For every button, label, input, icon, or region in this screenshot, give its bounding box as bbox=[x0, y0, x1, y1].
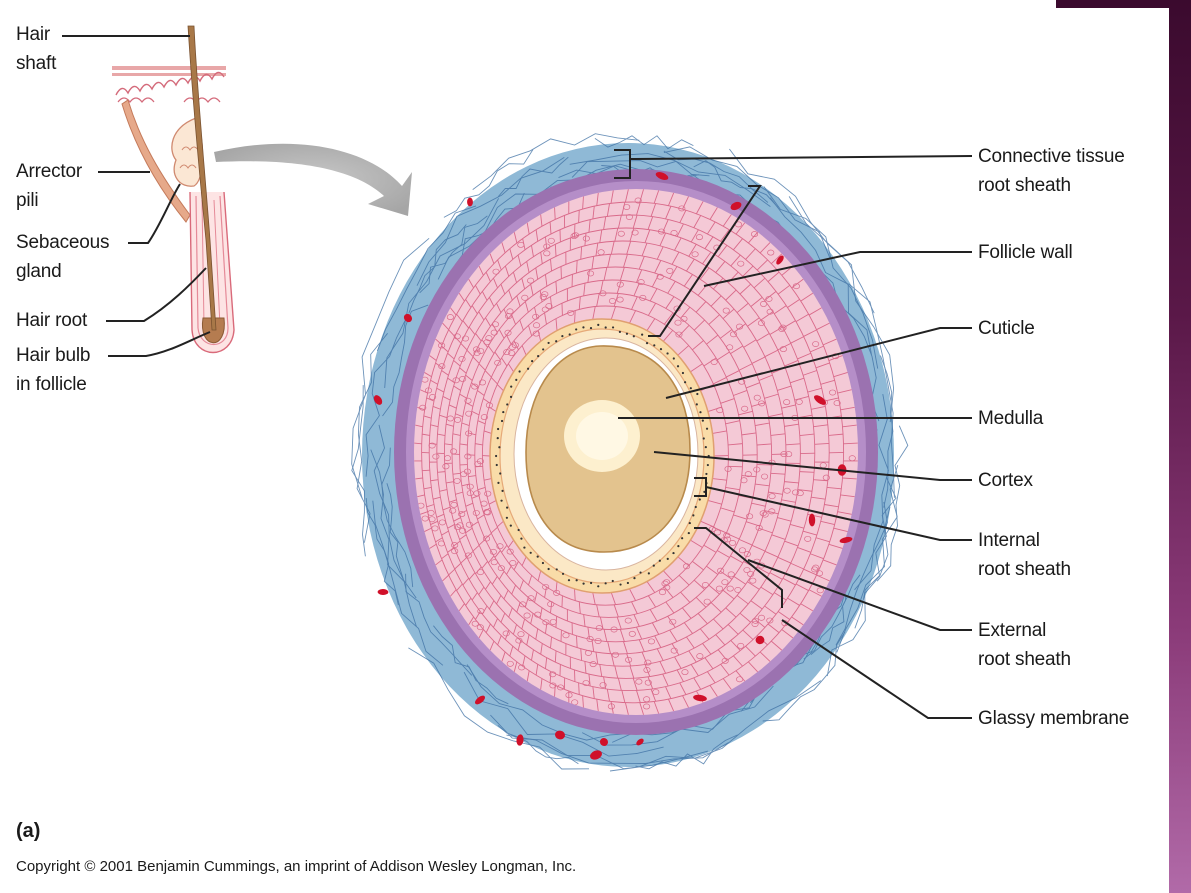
label-medulla: Medulla bbox=[978, 408, 1044, 429]
zoom-arrow bbox=[214, 143, 412, 216]
label-external-root-sheath: External root sheath bbox=[978, 620, 1071, 670]
leader-external bbox=[747, 559, 972, 631]
arrector-pili-muscle bbox=[121, 99, 191, 223]
label-hair-bulb: Hair bulb in follicle bbox=[16, 345, 91, 395]
leader-hair-root bbox=[106, 267, 207, 322]
leader-internal bbox=[705, 486, 972, 541]
leader-cuticle bbox=[665, 327, 972, 399]
copyright-notice: Copyright © 2001 Benjamin Cummings, an i… bbox=[16, 858, 577, 875]
label-follicle-wall: Follicle wall bbox=[978, 242, 1073, 263]
slide-frame-top bbox=[1056, 0, 1191, 8]
leader-sebaceous-gland bbox=[128, 183, 181, 244]
label-arrector-pili: Arrector pili bbox=[16, 161, 82, 211]
panel-tag: (a) bbox=[16, 820, 41, 842]
label-internal-root-sheath: Internal root sheath bbox=[978, 530, 1071, 580]
follicle-cross-section bbox=[351, 133, 909, 772]
skin-surface bbox=[112, 66, 226, 70]
bracket-follicle-wall bbox=[648, 185, 762, 337]
label-hair-shaft: Hair shaft bbox=[16, 24, 57, 74]
label-sebaceous-gland: Sebaceous gland bbox=[16, 232, 110, 282]
leader-cortex bbox=[653, 451, 972, 481]
slide-frame-bar bbox=[1169, 0, 1191, 893]
leader-lines bbox=[62, 35, 973, 719]
label-cortex: Cortex bbox=[978, 470, 1033, 491]
label-glassy-membrane: Glassy membrane bbox=[978, 708, 1130, 729]
hair-shaft-strand bbox=[187, 25, 217, 331]
follicle-illustration bbox=[112, 25, 235, 354]
epidermis-cells bbox=[115, 71, 225, 96]
leader-hair-bulb bbox=[108, 331, 211, 357]
bracket-external bbox=[694, 527, 783, 608]
leader-follicle-wall bbox=[703, 251, 972, 287]
label-connective-tissue-root-sheath: Connective tissue root sheath bbox=[978, 146, 1125, 196]
label-hair-root: Hair root bbox=[16, 310, 88, 331]
label-cuticle: Cuticle bbox=[978, 318, 1035, 339]
leader-glassy bbox=[781, 619, 972, 719]
leader-connective bbox=[629, 155, 973, 160]
bracket-connective bbox=[614, 149, 631, 179]
